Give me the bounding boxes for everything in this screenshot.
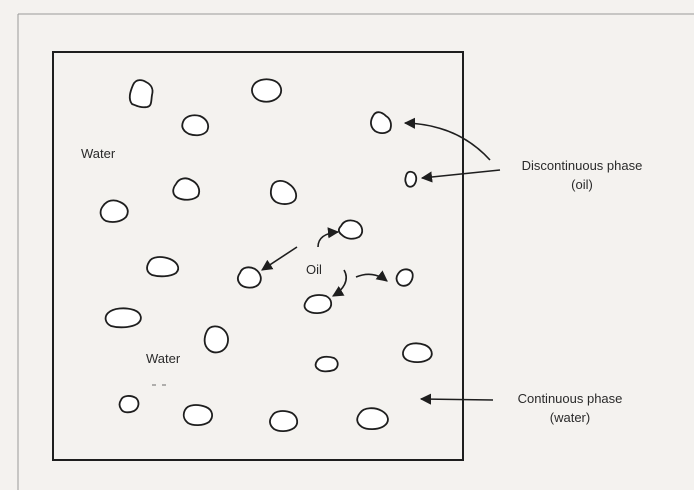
oil-droplet — [303, 294, 333, 315]
oil-droplet — [314, 355, 339, 373]
label-water-bottom: Water — [146, 351, 181, 366]
arrow-oil-up-curve — [317, 227, 340, 248]
oil-droplet — [128, 79, 154, 109]
oil-droplet — [203, 325, 229, 354]
arrow-oil-down-curve — [332, 269, 348, 297]
oil-droplet — [146, 256, 180, 278]
oil-droplet — [181, 114, 210, 137]
oil-droplet — [356, 407, 389, 431]
label-continuous-phase: Continuous phase (water) — [488, 391, 652, 426]
label-discontinuous-line2: (oil) — [571, 177, 593, 192]
label-discontinuous-line1: Discontinuous phase — [521, 158, 643, 173]
label-water-top: Water — [81, 146, 116, 161]
label-oil: Oil — [306, 262, 322, 277]
oil-droplet — [172, 177, 201, 201]
oil-droplet — [251, 78, 283, 103]
oil-droplet — [269, 410, 299, 433]
label-continuous-line1: Continuous phase — [517, 391, 623, 406]
oil-droplet — [104, 307, 142, 329]
oil-droplet — [118, 395, 140, 414]
oil-droplet — [370, 111, 392, 135]
arrow-to-droplet-top-right — [403, 117, 491, 161]
oil-droplets — [99, 78, 433, 433]
oil-droplet — [269, 179, 298, 205]
arrow-oil-right-curve — [355, 270, 388, 282]
arrow-to-small-droplet — [420, 169, 501, 183]
oil-droplet — [337, 219, 364, 240]
container-box — [52, 51, 464, 461]
arrows — [261, 117, 501, 405]
oil-droplet — [404, 170, 418, 188]
label-continuous-line2: (water) — [549, 410, 591, 425]
arrow-continuous-phase — [419, 393, 494, 405]
oil-droplet — [99, 199, 129, 223]
arrow-oil-to-left-droplet — [261, 246, 298, 271]
oil-droplet — [236, 266, 262, 289]
oil-droplet — [402, 342, 433, 364]
label-discontinuous-phase: Discontinuous phase (oil) — [496, 158, 668, 193]
oil-droplet — [395, 268, 414, 287]
oil-droplet — [182, 404, 213, 427]
